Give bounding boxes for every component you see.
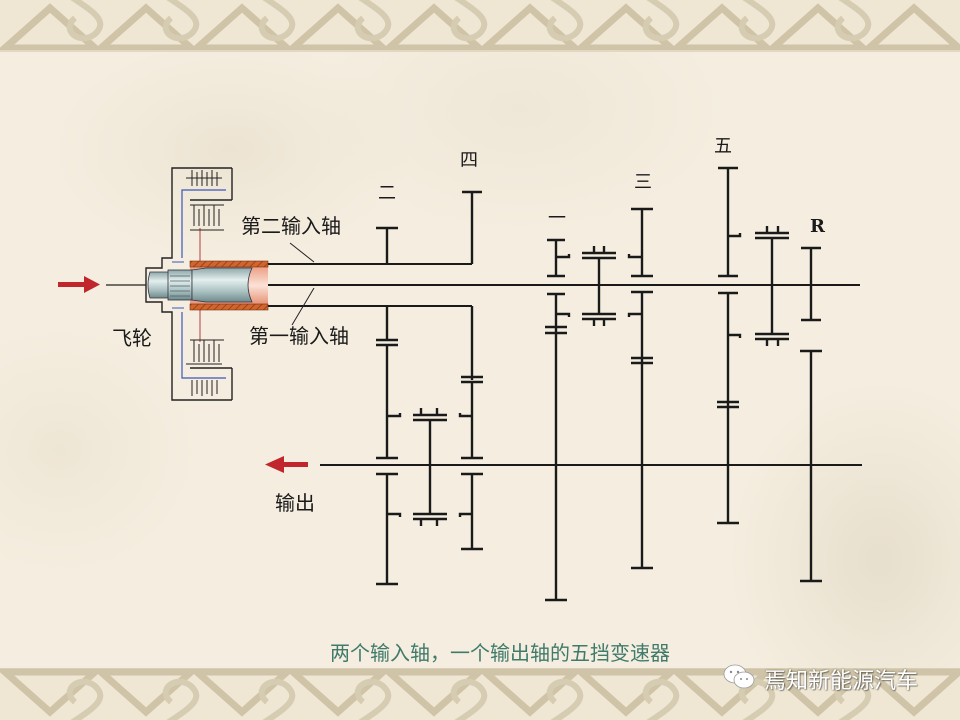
- gear-2-label: 二: [378, 183, 396, 204]
- gear-4-label: 四: [460, 150, 478, 171]
- first-input-shaft-label: 第一输入轴: [249, 324, 349, 348]
- second-input-shaft-label: 第二输入轴: [241, 214, 341, 238]
- watermark-text: 焉知新能源汽车: [764, 669, 919, 694]
- gear-5-label: 五: [714, 136, 732, 157]
- output-arrow: [265, 456, 308, 473]
- gears-1-3: [545, 207, 653, 602]
- gear-3-label: 三: [634, 172, 652, 193]
- gears-5-r: [717, 166, 822, 583]
- input-arrow: [58, 276, 100, 293]
- shaft-illustration: [147, 260, 269, 311]
- wechat-icon: [722, 662, 756, 696]
- flywheel-label: 飞轮: [112, 326, 152, 350]
- gear-1-label: 一: [548, 208, 566, 229]
- watermark: 焉知新能源汽车: [722, 664, 918, 694]
- gears-2-4: [376, 190, 483, 586]
- shaft-lines: [268, 263, 862, 466]
- output-label: 输出: [275, 491, 315, 515]
- bottom-decorative-border: [0, 668, 960, 720]
- top-decorative-border: [0, 0, 960, 52]
- slide-caption: 两个输入轴，一个输出轴的五挡变速器: [330, 641, 670, 665]
- dual-clutch-assembly: [145, 167, 233, 401]
- reverse-gear-label: R: [810, 216, 825, 237]
